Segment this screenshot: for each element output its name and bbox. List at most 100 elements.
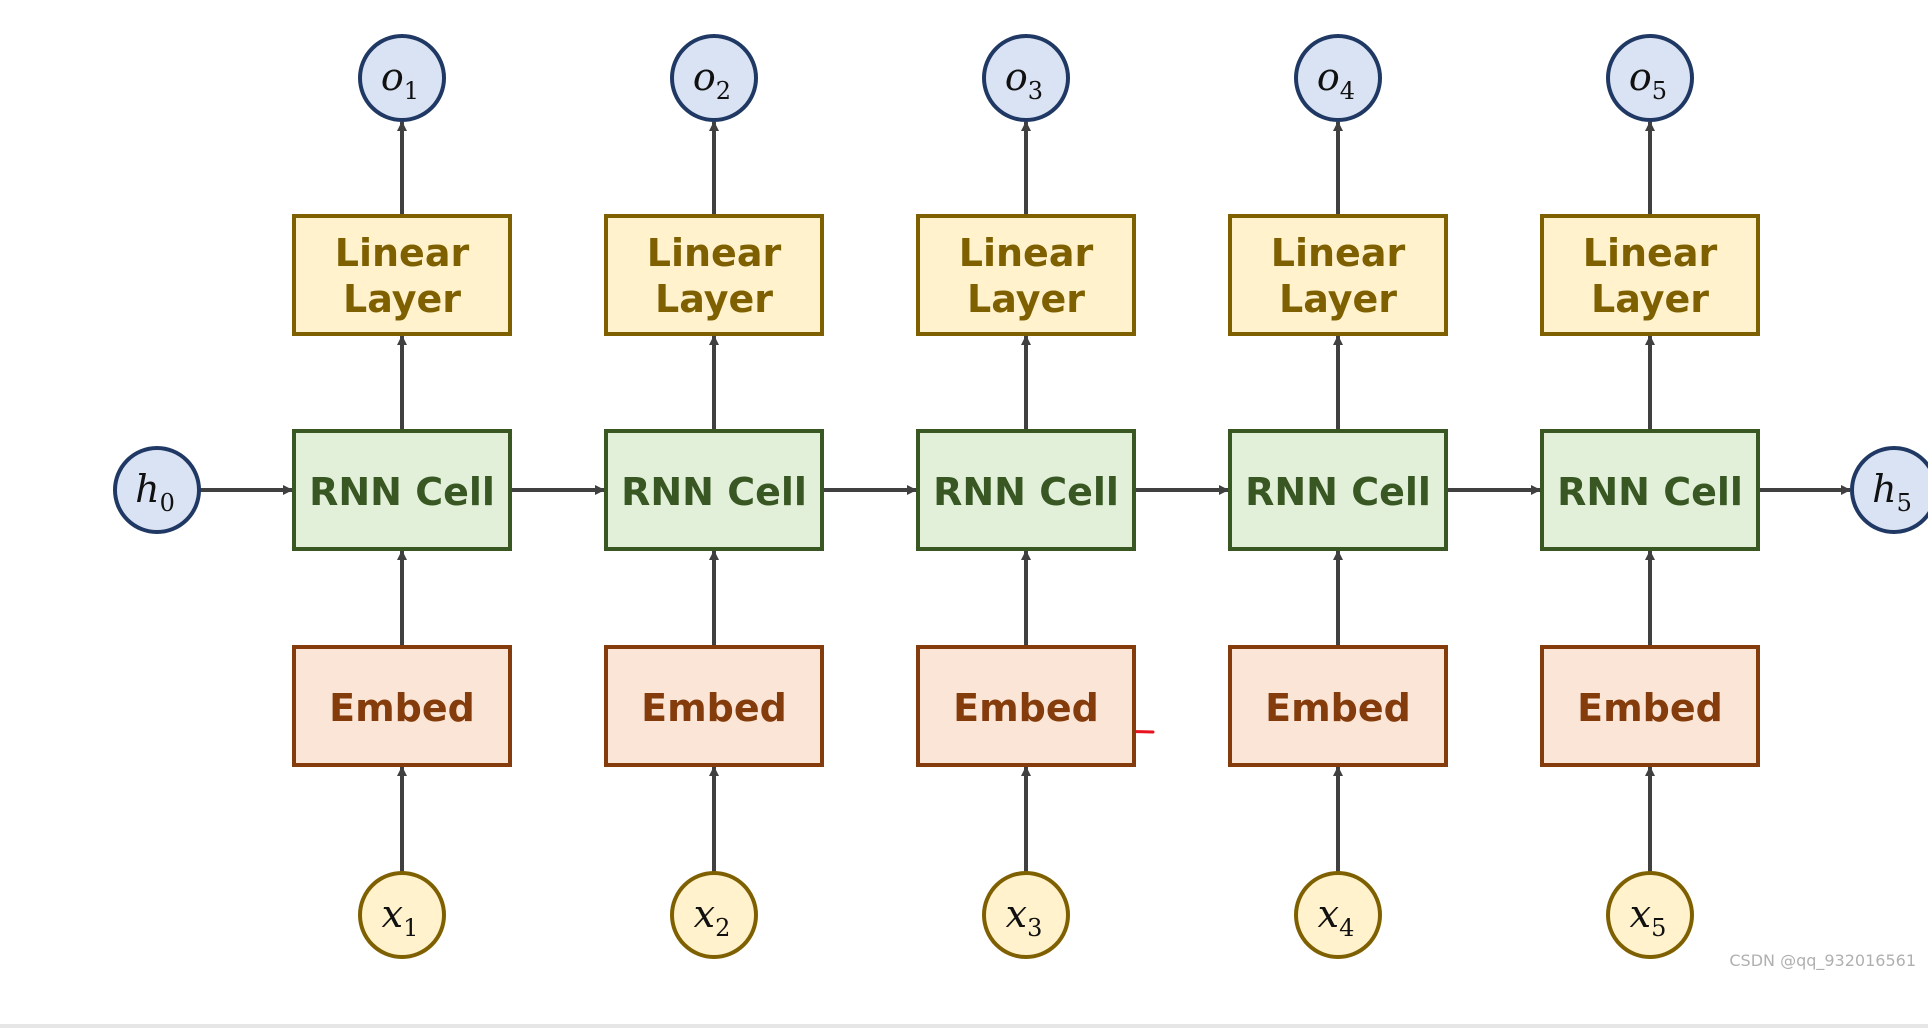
output-o5-subscript: 5 [1652, 77, 1667, 105]
rnn-cell-1: RNN Cell [292, 429, 512, 551]
watermark: CSDN @qq_932016561 [1729, 951, 1916, 970]
linear-layer-2-label: Layer [655, 277, 773, 321]
output-o4-label: o4 [1317, 55, 1355, 105]
linear-layer-1-label: Layer [343, 277, 461, 321]
rnn-cell-2: RNN Cell [604, 429, 824, 551]
rnn-cell-4: RNN Cell [1228, 429, 1448, 551]
hidden-h0-label: h0 [135, 467, 175, 517]
output-o4-circle [1294, 34, 1382, 122]
output-o4: o4 [1294, 34, 1382, 122]
rnn-cell-3-frame [916, 429, 1136, 551]
input-x5-label: x5 [1630, 892, 1667, 942]
linear-layer-3-frame [916, 214, 1136, 336]
linear-layer-1-frame [292, 214, 512, 336]
embed-3-frame [916, 645, 1136, 767]
input-x4-letter: x [1318, 892, 1339, 936]
input-x2-label: x2 [694, 892, 731, 942]
output-o3-circle [982, 34, 1070, 122]
embed-5-label: Embed [1577, 686, 1723, 730]
embed-5-frame [1540, 645, 1760, 767]
embed-1-label: Embed [329, 686, 475, 730]
embed-5: Embed [1540, 645, 1760, 767]
input-x5-letter: x [1630, 892, 1651, 936]
rnn-cell-5-frame [1540, 429, 1760, 551]
linear-layer-4-label: Layer [1279, 277, 1397, 321]
output-o1-letter: o [381, 55, 404, 99]
output-o5-letter: o [1629, 55, 1652, 99]
input-x3-letter: x [1006, 892, 1027, 936]
output-o4-letter: o [1317, 55, 1340, 99]
embed-1: Embed [292, 645, 512, 767]
hidden-h0-circle [113, 446, 201, 534]
output-o2-subscript: 2 [716, 77, 731, 105]
rnn-cell-4-label: RNN Cell [1245, 470, 1431, 514]
output-o3: o3 [982, 34, 1070, 122]
rnn-cell-5: RNN Cell [1540, 429, 1760, 551]
hidden-h5-label: h5 [1872, 467, 1912, 517]
rnn-cell-3: RNN Cell [916, 429, 1136, 551]
linear-layer-5-label: Linear [1583, 231, 1718, 275]
input-x5-circle [1606, 871, 1694, 959]
hidden-h5: h5 [1850, 446, 1928, 534]
output-o4-subscript: 4 [1340, 77, 1355, 105]
hidden-h0-subscript: 0 [160, 489, 175, 517]
linear-layer-3-label: Layer [967, 277, 1085, 321]
output-o2: o2 [670, 34, 758, 122]
input-x2-circle [670, 871, 758, 959]
embed-2: Embed [604, 645, 824, 767]
hidden-h5-letter: h [1872, 467, 1896, 511]
input-x1-circle [358, 871, 446, 959]
output-o1: o1 [358, 34, 446, 122]
bottom-rule [0, 1024, 1928, 1028]
rnn-cell-3-label: RNN Cell [933, 470, 1119, 514]
output-o5-circle [1606, 34, 1694, 122]
embed-4: Embed [1228, 645, 1448, 767]
input-x3-label: x3 [1006, 892, 1043, 942]
input-x2: x2 [670, 871, 758, 959]
input-x1-subscript: 1 [403, 914, 418, 942]
input-x4: x4 [1294, 871, 1382, 959]
linear-layer-3-label: Linear [959, 231, 1094, 275]
output-o3-letter: o [1005, 55, 1028, 99]
input-x1: x1 [358, 871, 446, 959]
output-o1-circle [358, 34, 446, 122]
linear-layer-1-label: Linear [335, 231, 470, 275]
output-o2-label: o2 [693, 55, 731, 105]
hidden-h5-circle [1850, 446, 1928, 534]
input-x4-label: x4 [1318, 892, 1355, 942]
embed-2-label: Embed [641, 686, 787, 730]
embed-3-label: Embed [953, 686, 1099, 730]
input-x2-subscript: 2 [715, 914, 730, 942]
rnn-cell-1-label: RNN Cell [309, 470, 495, 514]
output-o1-subscript: 1 [404, 77, 419, 105]
linear-layer-4-frame [1228, 214, 1448, 336]
input-x4-circle [1294, 871, 1382, 959]
linear-layer-4-label: Linear [1271, 231, 1406, 275]
hidden-h0-letter: h [135, 467, 159, 511]
embed-2-frame [604, 645, 824, 767]
input-x4-subscript: 4 [1339, 914, 1354, 942]
linear-layer-2-frame [604, 214, 824, 336]
output-o2-circle [670, 34, 758, 122]
hidden-h5-subscript: 5 [1897, 489, 1912, 517]
input-x3-circle [982, 871, 1070, 959]
embed-4-frame [1228, 645, 1448, 767]
embed-4-label: Embed [1265, 686, 1411, 730]
rnn-cell-1-frame [292, 429, 512, 551]
input-x2-letter: x [694, 892, 715, 936]
input-x1-letter: x [382, 892, 403, 936]
output-o3-subscript: 3 [1028, 77, 1043, 105]
output-o2-letter: o [693, 55, 716, 99]
rnn-cell-5-label: RNN Cell [1557, 470, 1743, 514]
embed-1-frame [292, 645, 512, 767]
linear-layer-2-label: Linear [647, 231, 782, 275]
input-x5-subscript: 5 [1651, 914, 1666, 942]
linear-layer-5-frame [1540, 214, 1760, 336]
output-o1-label: o1 [381, 55, 419, 105]
linear-layer-5-label: Layer [1591, 277, 1709, 321]
